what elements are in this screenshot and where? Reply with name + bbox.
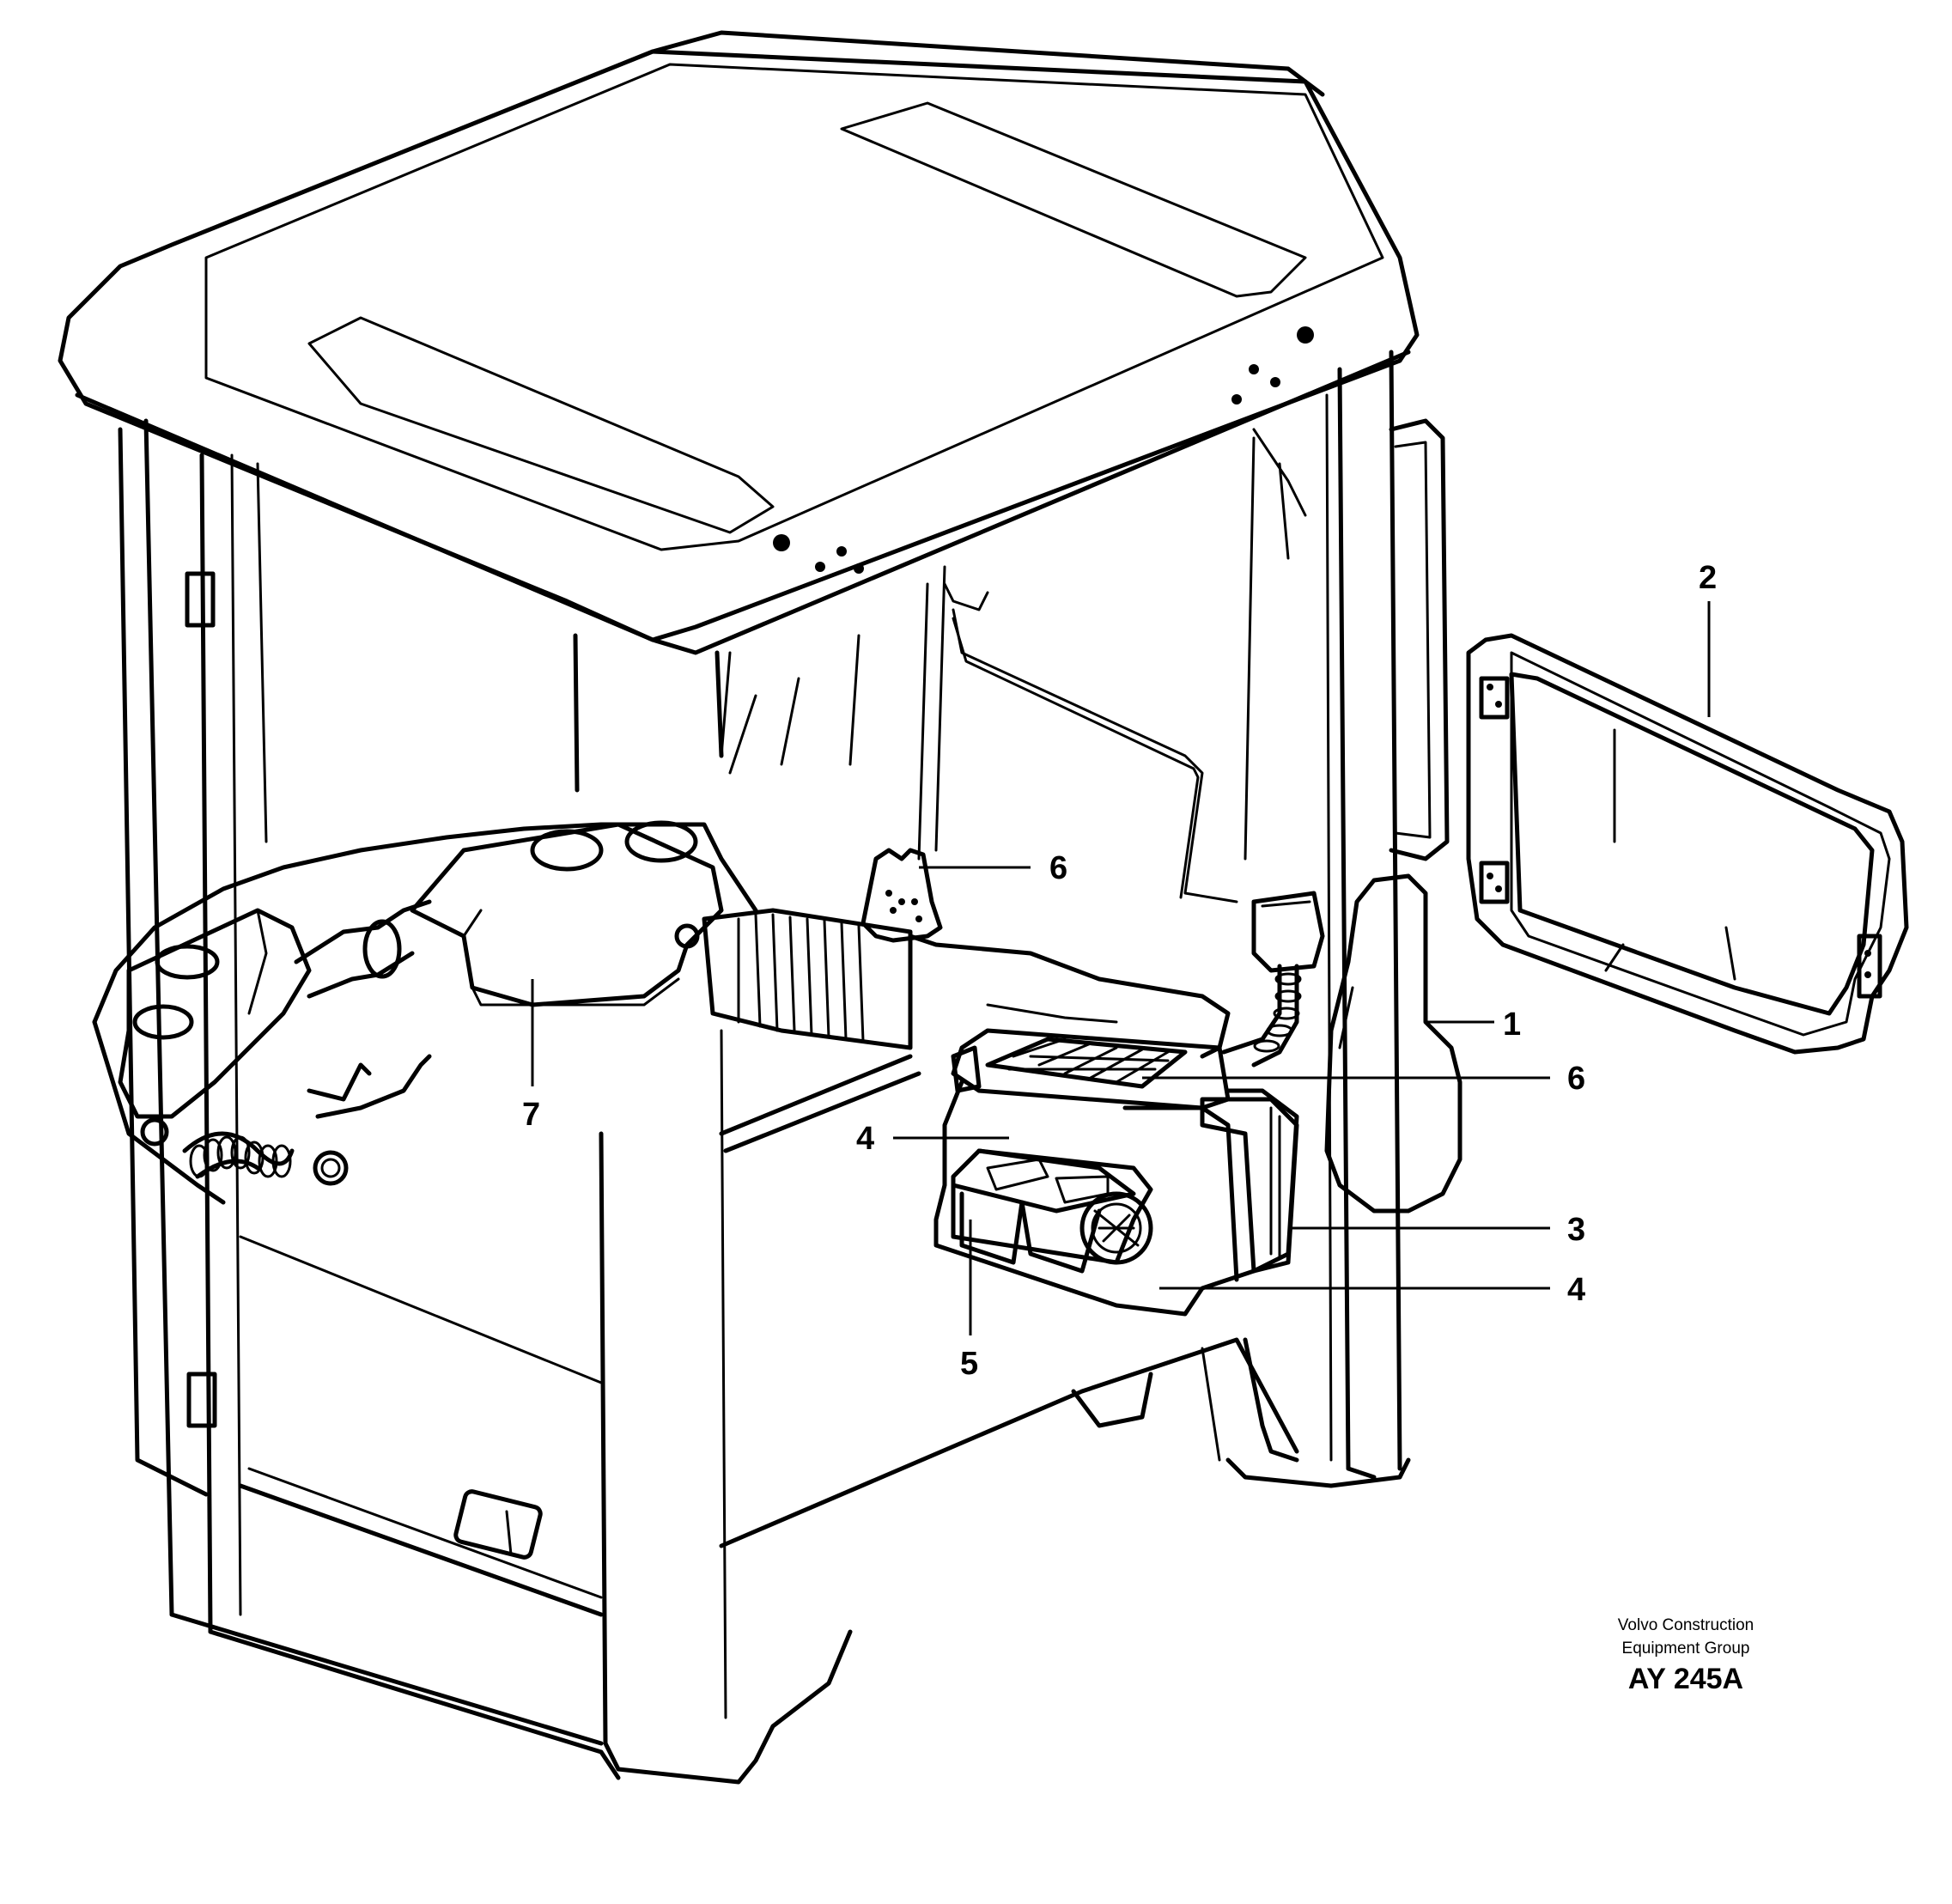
callout-2: 2 (1699, 560, 1717, 596)
callout-6-upper: 6 (1049, 850, 1067, 886)
callout-7: 7 (522, 1097, 540, 1133)
credit-block: Volvo Construction Equipment Group AY 24… (1618, 1616, 1754, 1695)
drawing-code: AY 245A (1628, 1663, 1743, 1695)
callout-3: 3 (1567, 1212, 1585, 1248)
heater-unit (933, 1028, 1299, 1317)
callout-6-lower: 6 (1567, 1061, 1585, 1097)
heater-filter-grid (1007, 1037, 1170, 1084)
defroster-nozzle (860, 848, 943, 943)
corrugated-hose (189, 1135, 292, 1178)
credit-line-2: Equipment Group (1622, 1639, 1750, 1658)
bellows-connector (702, 908, 913, 1050)
callout-1: 1 (1503, 1007, 1521, 1043)
connector-hose (1221, 891, 1325, 1068)
callout-leaders (531, 601, 1711, 1335)
callout-4-lower: 4 (1567, 1272, 1585, 1308)
dashboard-duct (92, 820, 1231, 1205)
cab-body (58, 30, 1450, 1785)
callout-4-upper: 4 (856, 1121, 874, 1157)
rear-panel (1466, 633, 1909, 1055)
credit-line-1: Volvo Construction (1618, 1616, 1754, 1634)
callout-labels: 1 2 3 4 4 5 6 6 7 (522, 560, 1717, 1382)
callout-5: 5 (960, 1346, 978, 1382)
cover-panel (1324, 873, 1462, 1214)
